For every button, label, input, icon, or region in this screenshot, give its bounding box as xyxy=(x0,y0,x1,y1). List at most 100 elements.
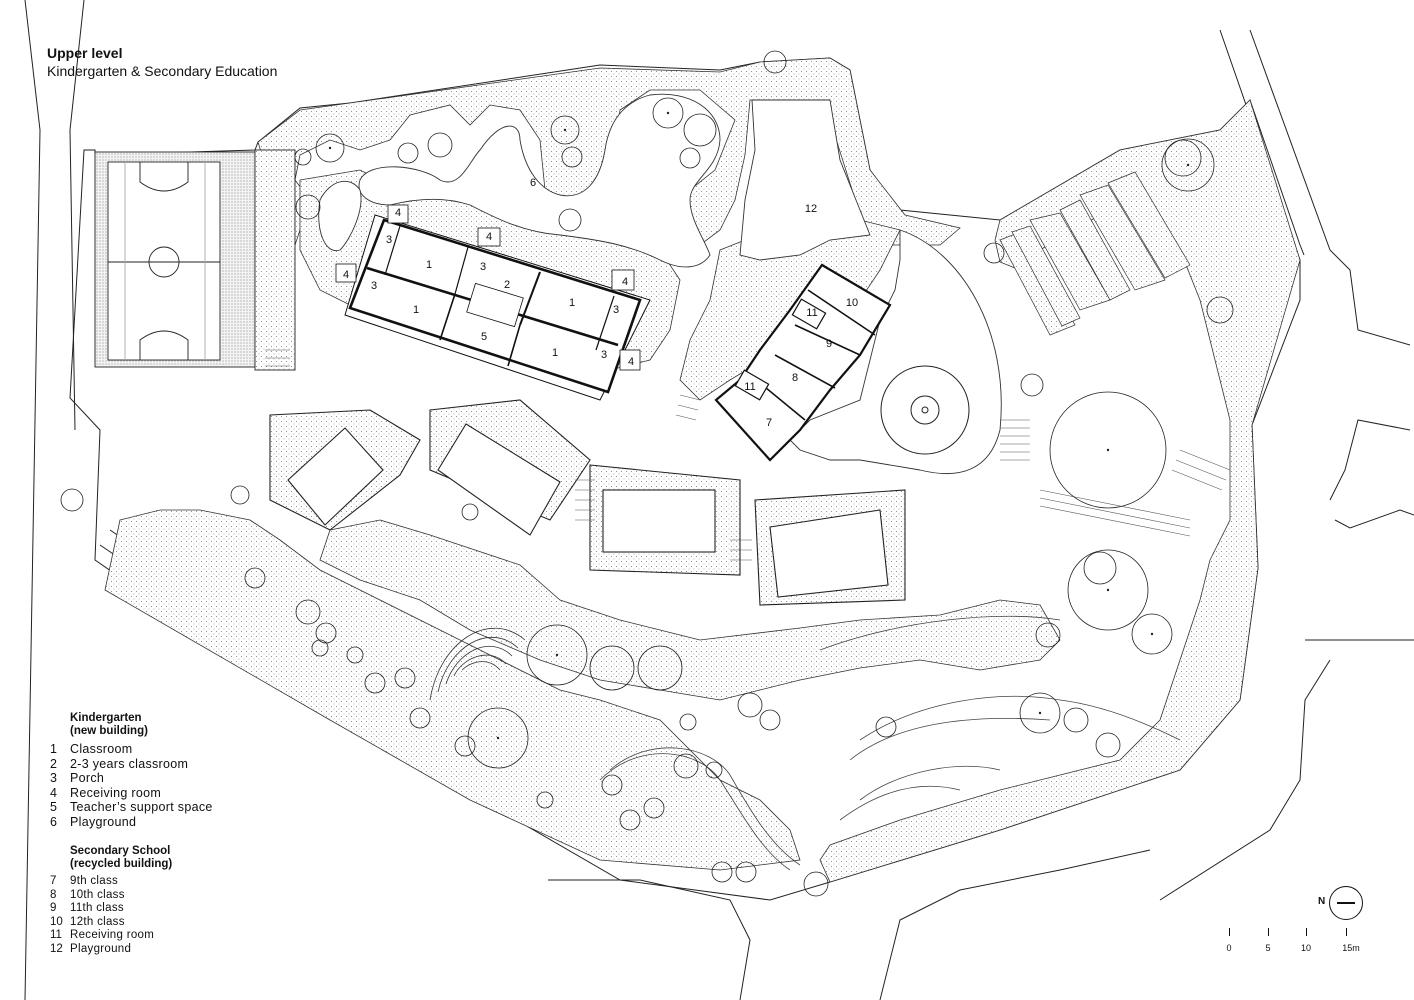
label-receiving-11a: 11 xyxy=(806,307,817,319)
legend-label: Playground xyxy=(70,942,132,955)
north-arrow-needle xyxy=(1337,902,1355,904)
legend-kindergarten-title: Kindergarten xyxy=(70,712,142,724)
stairs xyxy=(265,349,1231,561)
legend-label: Teacher’s support space xyxy=(70,800,213,815)
legend-label: 2-3 years classroom xyxy=(70,756,189,771)
courtyard-fan xyxy=(789,229,1002,474)
playground-6-area xyxy=(318,93,721,268)
legend-num: 2 xyxy=(50,756,57,771)
label-receiving-11b: 11 xyxy=(744,381,755,393)
label-teacher-support: 5 xyxy=(481,331,487,343)
tree-centers xyxy=(328,111,1190,740)
scale-tick xyxy=(1229,928,1230,936)
kindergarten-room-labels: 1 1 1 1 2 3 3 3 3 3 4 4 4 4 4 5 6 12 xyxy=(343,177,817,368)
label-receiving-c: 4 xyxy=(343,269,349,281)
north-arrow: N xyxy=(1315,885,1367,921)
legend-item: 3 Porch xyxy=(50,771,213,786)
legend-label: Porch xyxy=(70,771,105,786)
legend-num: 1 xyxy=(50,742,57,756)
label-9th: 7 xyxy=(766,417,772,429)
scale-label-15m: 15m xyxy=(1342,943,1360,953)
north-arrow-icon xyxy=(1329,886,1363,920)
scale-label-10: 10 xyxy=(1300,943,1312,953)
legend-label: Receiving room xyxy=(70,785,162,800)
legend-num: 5 xyxy=(50,800,57,815)
legend-kindergarten-note: (new building) xyxy=(70,725,148,737)
legend-label: 10th class xyxy=(70,888,125,901)
legend-item: 10 12th class xyxy=(50,916,172,930)
legend-num: 12 xyxy=(50,942,63,955)
legend-num: 4 xyxy=(50,785,57,800)
label-porch-a: 3 xyxy=(386,234,392,246)
legend-item: 6 Playground xyxy=(50,815,213,830)
label-playground-6: 6 xyxy=(530,177,536,189)
legend-label: 12th class xyxy=(70,915,125,928)
legend-item: 8 10th class xyxy=(50,889,172,903)
scale-tick xyxy=(1306,928,1307,936)
legend-item: 5 Teacher’s support space xyxy=(50,800,213,815)
secondary-school-building xyxy=(714,263,892,462)
scale-tick xyxy=(1346,928,1347,936)
label-receiving-d: 4 xyxy=(622,276,628,288)
round-feature xyxy=(880,365,970,455)
planting-beds xyxy=(999,171,1191,336)
label-receiving-a: 4 xyxy=(395,207,401,219)
legend-item: 1 Classroom xyxy=(50,742,213,757)
drawing-title: Upper level xyxy=(47,45,123,61)
secondary-room-labels: 7 8 9 10 11 11 xyxy=(744,297,858,429)
legend-label: 9th class xyxy=(70,875,119,887)
label-11th: 9 xyxy=(826,338,832,350)
sports-court xyxy=(94,149,296,371)
kindergarten-building xyxy=(335,204,651,401)
legend-item: 9 11th class xyxy=(50,902,172,916)
north-label: N xyxy=(1318,896,1326,907)
legend-num: 7 xyxy=(50,875,57,887)
playground-12-area xyxy=(739,99,871,261)
label-receiving-e: 4 xyxy=(628,356,634,368)
trees xyxy=(60,50,1234,897)
scale-tick xyxy=(1268,928,1269,936)
paths xyxy=(599,615,1181,871)
label-porch-b: 3 xyxy=(371,280,377,292)
label-classroom-1c: 1 xyxy=(569,297,575,309)
legend-item: 12 Playground xyxy=(50,943,172,957)
label-porch-c: 3 xyxy=(480,261,486,273)
label-12th: 10 xyxy=(846,297,858,309)
amphitheatre xyxy=(429,628,526,701)
legend-label: Receiving room xyxy=(70,929,155,942)
label-receiving-b: 4 xyxy=(486,231,492,243)
legend-num: 11 xyxy=(50,929,62,942)
legend-num: 6 xyxy=(50,814,57,829)
label-classroom-1a: 1 xyxy=(426,259,432,271)
label-10th: 8 xyxy=(792,372,798,384)
legend-label: Classroom xyxy=(70,742,133,756)
label-classroom-1d: 1 xyxy=(552,347,558,359)
pavilions xyxy=(269,399,906,606)
scale-bar: 0 5 10 15m xyxy=(1225,928,1365,958)
scale-label-0: 0 xyxy=(1226,943,1232,953)
legend-num: 10 xyxy=(50,915,63,928)
label-porch-e: 3 xyxy=(601,349,607,361)
legend-num: 9 xyxy=(50,902,57,915)
label-2-3-years: 2 xyxy=(504,279,510,291)
label-porch-d: 3 xyxy=(613,304,619,316)
legend-item: 11 Receiving room xyxy=(50,929,172,943)
legend-label: 11th class xyxy=(70,902,124,915)
legend-secondary-note: (recycled building) xyxy=(70,858,173,870)
legend-kindergarten: Kindergarten (new building) 1 Classroom 2… xyxy=(50,712,213,830)
legend-item: 2 2-3 years classroom xyxy=(50,757,213,772)
legend-label: Playground xyxy=(70,814,137,829)
legend-num: 3 xyxy=(50,771,57,786)
drawing-subtitle: Kindergarten & Secondary Education xyxy=(47,63,278,79)
legend-item: 4 Receiving room xyxy=(50,786,213,801)
legend-secondary-heading: Secondary School (recycled building) xyxy=(50,845,172,871)
legend-secondary: Secondary School (recycled building) 7 9t… xyxy=(50,845,172,957)
legend-secondary-title: Secondary School xyxy=(70,845,171,857)
legend-num: 8 xyxy=(50,888,57,901)
label-playground-12: 12 xyxy=(805,203,817,215)
legend-kindergarten-heading: Kindergarten (new building) xyxy=(50,712,213,738)
scale-label-5: 5 xyxy=(1265,943,1271,953)
legend-item: 7 9th class xyxy=(50,875,172,889)
label-classroom-1b: 1 xyxy=(413,304,419,316)
